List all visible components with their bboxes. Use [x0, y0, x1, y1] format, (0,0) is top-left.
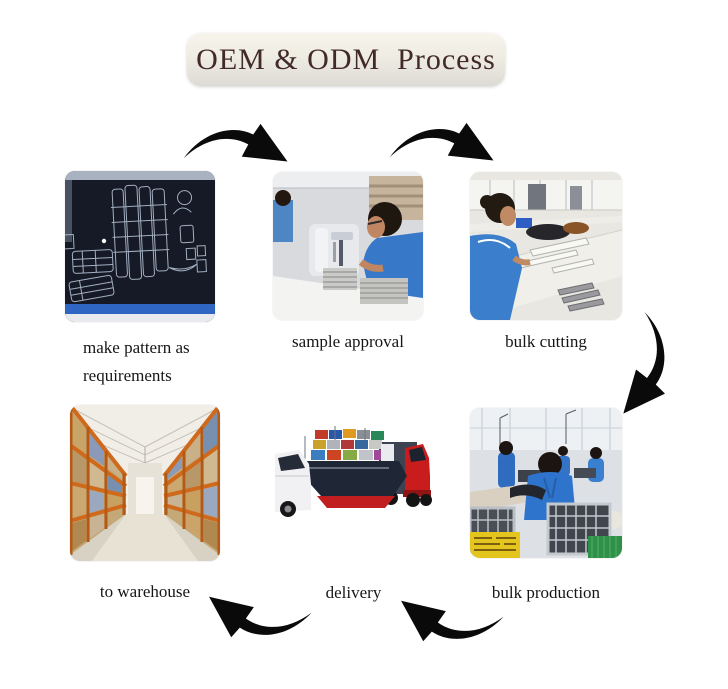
step-label-bulk-cutting: bulk cutting: [505, 332, 587, 351]
warehouse-illustration: [70, 405, 220, 561]
cad-pattern-illustration: [65, 171, 215, 322]
curved-arrow-icon: [615, 308, 683, 430]
step-image-delivery: [275, 424, 432, 520]
step-label-sample-approval: sample approval: [292, 332, 404, 351]
step-image-bulk-cutting: [470, 172, 622, 320]
production-line-illustration: [470, 408, 622, 558]
step-label-to-warehouse: to warehouse: [99, 582, 191, 601]
page-title: OEM & ODM Process: [196, 42, 496, 76]
cutting-table-illustration: [470, 172, 622, 320]
curved-arrow-icon: [387, 118, 502, 167]
step-label-delivery: delivery: [325, 583, 382, 602]
curved-arrow-icon: [181, 119, 296, 168]
step-image-to-warehouse: [70, 405, 220, 561]
step-label-make-pattern-line2: requirements: [83, 366, 172, 385]
step-label-bulk-production: bulk production: [491, 583, 601, 602]
right-rack: [162, 405, 220, 555]
step-image-sample-approval: [273, 172, 423, 320]
step-image-bulk-production: [470, 408, 622, 558]
left-rack: [70, 405, 128, 555]
delivery-illustration: [275, 424, 432, 520]
step-label-make-pattern-line1: make pattern as: [83, 338, 190, 357]
title-banner: OEM & ODM Process: [187, 33, 505, 86]
step-image-make-pattern: [65, 171, 215, 322]
sewing-machine-illustration: [273, 172, 423, 320]
